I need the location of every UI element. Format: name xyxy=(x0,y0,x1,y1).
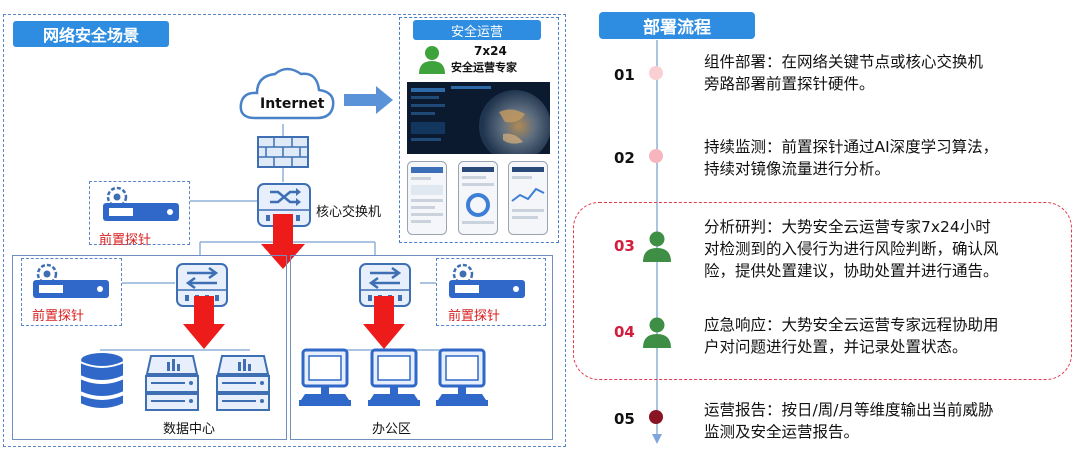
mobile-screen-image-1 xyxy=(407,161,447,235)
step-04-number: 04 xyxy=(614,323,635,341)
internet-cloud-icon xyxy=(239,67,335,120)
internet-to-ops-arrow xyxy=(344,86,393,114)
step-05-dot xyxy=(649,410,663,424)
probe-box-top xyxy=(89,181,190,245)
network-scene-title: 网络安全场景 xyxy=(13,21,169,47)
step-04-text: 应急响应：大势安全云运营专家远程协助用 户对问题进行处置，并记录处置状态。 xyxy=(704,316,999,356)
step-02-text: 持续监测：前置探针通过AI深度学习算法， 持续对镜像流量进行分析。 xyxy=(704,138,999,178)
mobile-screen-image-3 xyxy=(508,161,548,235)
data-center-label: 数据中心 xyxy=(163,422,216,437)
core-switch-icon xyxy=(257,183,311,227)
step-05-number: 05 xyxy=(614,410,635,428)
server-icon xyxy=(216,355,270,411)
database-icon xyxy=(79,351,125,410)
probe-device-icon xyxy=(103,186,179,221)
switch-to-datacenter-arrow xyxy=(183,296,225,349)
probe-label-right: 前置探针 xyxy=(448,309,501,324)
security-ops-panel xyxy=(399,17,559,243)
computer-icon xyxy=(299,348,351,406)
office-label: 办公区 xyxy=(372,422,412,437)
office-zone xyxy=(290,255,553,440)
step-02-dot xyxy=(649,149,663,163)
dashboard-screen-image xyxy=(407,82,550,154)
switch-to-office-arrow xyxy=(363,296,405,349)
probe-label-left: 前置探针 xyxy=(32,309,85,324)
probe-device-icon xyxy=(33,263,109,298)
step-03-number: 03 xyxy=(614,237,635,255)
network-scene-panel xyxy=(3,14,566,447)
probe-box-left xyxy=(21,258,122,326)
firewall-icon xyxy=(257,136,309,168)
probe-device-icon xyxy=(449,263,525,298)
probe-box-right xyxy=(436,258,546,326)
step-05-text: 运营报告：按日/周/月等维度输出当前威胁 监测及安全运营报告。 xyxy=(704,401,994,441)
step-02-number: 02 xyxy=(614,149,635,167)
expert-person-icon xyxy=(419,46,445,74)
expert-steps-highlight xyxy=(573,202,1072,380)
computer-icon xyxy=(368,348,420,406)
core-switch-label: 核心交换机 xyxy=(316,205,382,220)
expert-title-label: 安全运营专家 xyxy=(451,61,517,74)
data-center-zone xyxy=(12,255,287,440)
internet-label: Internet xyxy=(260,96,325,112)
computer-icon xyxy=(436,348,488,406)
mobile-screen-image-2 xyxy=(458,161,498,235)
step-03-text: 分析研判：大势安全云运营专家7x24小时 对检测到的入侵行为进行风险判断，确认风… xyxy=(704,218,999,280)
step-03-person-icon xyxy=(643,231,671,262)
security-ops-title: 安全运营 xyxy=(413,20,541,40)
step-01-number: 01 xyxy=(614,66,635,84)
step-04-person-icon xyxy=(643,317,671,348)
step-01-dot xyxy=(649,66,663,80)
server-icon xyxy=(145,355,199,411)
deployment-flow-title: 部署流程 xyxy=(599,12,755,39)
step-01-text: 组件部署：在网络关键节点或核心交换机 旁路部署前置探针硬件。 xyxy=(704,53,984,93)
probe-label-top: 前置探针 xyxy=(99,233,152,248)
expert-24x7-label: 7x24 xyxy=(474,44,507,58)
